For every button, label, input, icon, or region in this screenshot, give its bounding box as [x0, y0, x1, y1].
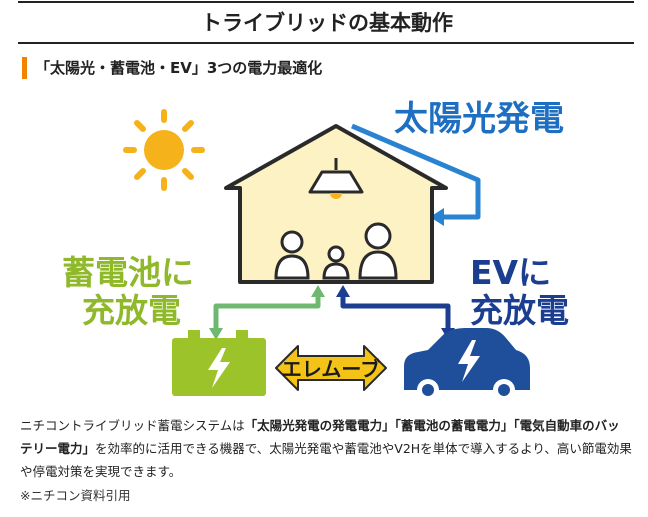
- title-rule: [18, 42, 634, 44]
- elemove-arrow: [275, 345, 387, 391]
- sun-icon: [123, 109, 205, 191]
- battery-flow-arrow: [209, 285, 325, 340]
- bolt-icon: [208, 348, 230, 388]
- page-title: トライブリッドの基本動作: [201, 11, 453, 35]
- description-bold: 「太陽光発電の発電電力」「蓄電池の蓄電電力」「電気自動車のバッテリー電力」: [20, 418, 620, 456]
- section-heading: 「太陽光・蓄電池・EV」3つの電力最適化: [35, 59, 323, 77]
- section-accent-bar: [22, 57, 27, 79]
- battery-label-line2: 充放電: [82, 291, 181, 330]
- center-label: エレムーブ: [282, 357, 380, 381]
- battery-icon: [172, 330, 266, 396]
- description-part1: ニチコントライブリッド蓄電システムは: [20, 418, 245, 433]
- lamp-icon: [308, 158, 364, 199]
- battery-label-line1: 蓄電池に: [62, 253, 194, 292]
- solar-power-arrow: [351, 123, 481, 226]
- ev-flow-arrow: [336, 285, 455, 340]
- description-text: ニチコントライブリッド蓄電システムは「太陽光発電の発電電力」「蓄電池の蓄電電力」…: [20, 414, 632, 483]
- family-icon: [274, 222, 398, 280]
- source-note: ※ニチコン資料引用: [20, 488, 131, 503]
- ev-car-icon: [404, 328, 530, 401]
- top-rule: [18, 1, 634, 3]
- solar-label: 太陽光発電: [394, 99, 564, 139]
- description-part2: を効率的に活用できる機器で、太陽光発電や蓄電池やV2Hを単体で導入するより、高い…: [20, 441, 632, 479]
- ev-label-line1: EVに: [470, 253, 551, 292]
- tribrid-diagram: 太陽光発電 蓄電池に 充放電 EVに 充放電: [62, 99, 569, 401]
- ev-label-line2: 充放電: [470, 291, 569, 330]
